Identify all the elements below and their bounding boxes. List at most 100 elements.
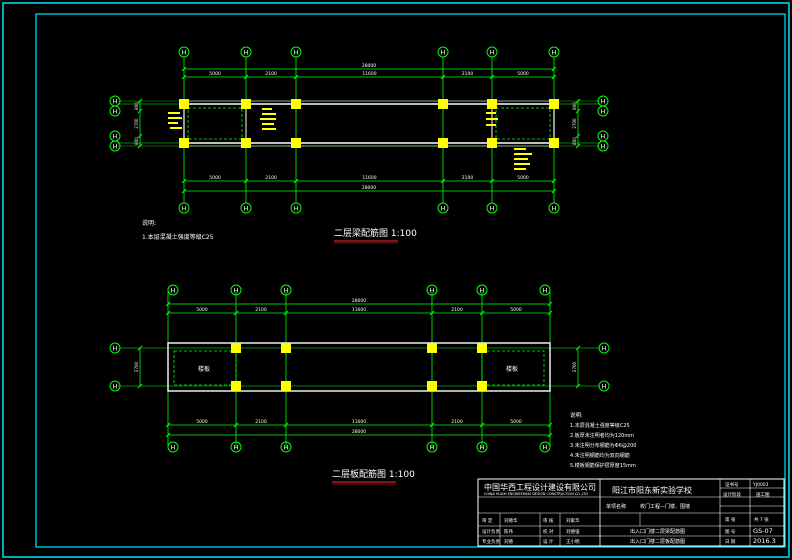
- role-label: 专业负责: [482, 538, 500, 545]
- axis-label: H: [294, 48, 299, 56]
- date-value: 2016.3: [753, 537, 776, 545]
- column: [179, 138, 189, 148]
- dimension-label: 5000: [510, 419, 522, 425]
- axis-label: H: [601, 142, 606, 150]
- dimension-tick: [293, 74, 299, 80]
- dimension-tick: [181, 188, 187, 194]
- dimension-label: 2100: [255, 307, 267, 313]
- role-name: 刘德: [504, 538, 513, 545]
- axis-label: H: [244, 204, 249, 212]
- dimension-tick: [243, 178, 249, 184]
- dimension-label: 5000: [196, 419, 208, 425]
- phase-label: 设计阶段: [723, 491, 741, 498]
- title-block-frame: [477, 478, 785, 547]
- axis-label: H: [113, 97, 118, 105]
- axis-label: H: [490, 204, 495, 212]
- axis-label: H: [113, 382, 118, 390]
- dimension-label: 800: [572, 137, 577, 145]
- role-label: 审 定: [482, 517, 493, 524]
- column: [477, 381, 487, 391]
- dimension-tick: [440, 74, 446, 80]
- dimension-label: 800: [134, 102, 139, 110]
- axis-label: H: [543, 286, 548, 294]
- note-line: 1.本层混凝土强度等级C25: [570, 422, 630, 429]
- slab-label-right: 楼板: [506, 365, 518, 373]
- dimension-tick: [429, 422, 435, 428]
- drawing-no-label: 图 号: [725, 529, 736, 535]
- dimension-tick: [479, 310, 485, 316]
- slab-outline-right: [481, 350, 545, 386]
- column: [179, 99, 189, 109]
- role-name: 刘德华: [504, 517, 518, 524]
- column: [427, 381, 437, 391]
- role-label: 设计负责: [482, 528, 500, 535]
- axis-label: H: [113, 344, 118, 352]
- note-line: 1.本层混凝土强度等级C25: [142, 233, 214, 241]
- notes: 说明: 1.本层混凝土强度等级C25 2.板厚未注明者均为120mm 3.未注明…: [570, 411, 636, 469]
- subproject-label: 单项名称: [606, 503, 626, 510]
- dimension-tick: [165, 310, 171, 316]
- dimension-tick: [547, 432, 553, 438]
- axis-label: H: [113, 107, 118, 115]
- columns: [231, 343, 487, 391]
- column: [487, 138, 497, 148]
- rebar-annotations: [168, 108, 532, 170]
- axis-label: H: [601, 132, 606, 140]
- axis-label: H: [182, 204, 187, 212]
- axis-label: H: [284, 443, 289, 451]
- dimension-label: 5000: [209, 175, 221, 181]
- column: [291, 99, 301, 109]
- dimension-label: 28000: [362, 185, 376, 191]
- column: [427, 343, 437, 353]
- dimension-label: 800: [572, 102, 577, 110]
- dimension-tick: [551, 188, 557, 194]
- column: [281, 381, 291, 391]
- axis-label: H: [244, 48, 249, 56]
- dimension-tick: [547, 310, 553, 316]
- dimension-tick: [233, 422, 239, 428]
- dimension-label: 2100: [265, 175, 277, 181]
- dimension-tick: [137, 108, 143, 114]
- axis-label: H: [490, 48, 495, 56]
- axis-label: H: [171, 286, 176, 294]
- dimension-label: 5000: [510, 307, 522, 313]
- axis-label: H: [441, 48, 446, 56]
- subproject: 校门工程—门楼、围墙: [640, 503, 690, 510]
- axis-label: H: [602, 344, 607, 352]
- axis-label: H: [543, 443, 548, 451]
- dimension-tick: [283, 310, 289, 316]
- role-name: 刘德强: [566, 528, 580, 535]
- slab-outline-left: [173, 350, 237, 386]
- sheet-label: 第 张: [725, 516, 736, 523]
- dimension-label: 2700: [572, 118, 577, 129]
- axis-label: H: [171, 443, 176, 451]
- dimension-label: 2700: [572, 361, 577, 372]
- dimension-label: 800: [134, 137, 139, 145]
- column: [438, 99, 448, 109]
- dimension-label: 28000: [352, 429, 366, 435]
- dimension-label: 28000: [362, 63, 376, 69]
- role-label: 校 对: [543, 528, 554, 535]
- axis-label: H: [480, 286, 485, 294]
- dimension-label: 2100: [462, 71, 474, 77]
- dimension-tick: [233, 310, 239, 316]
- drawing-name-2: 出入口门楼二层板配筋图: [630, 538, 685, 545]
- axis-label: H: [113, 142, 118, 150]
- role-label: 设 计: [543, 538, 554, 545]
- inner-frame: [35, 13, 786, 548]
- axis-label: H: [601, 107, 606, 115]
- row-bubbles: H H H H: [109, 342, 610, 392]
- dimension-label: 5000: [517, 175, 529, 181]
- dimension-label: 2700: [134, 361, 139, 372]
- dimension-label: 11600: [352, 307, 366, 313]
- note-line: 3.未注明分布钢筋为Φ6@200: [570, 442, 636, 449]
- dimension-label: 2100: [451, 419, 463, 425]
- dimension-tick: [165, 301, 171, 307]
- dimension-tick: [440, 178, 446, 184]
- axis-label: H: [602, 382, 607, 390]
